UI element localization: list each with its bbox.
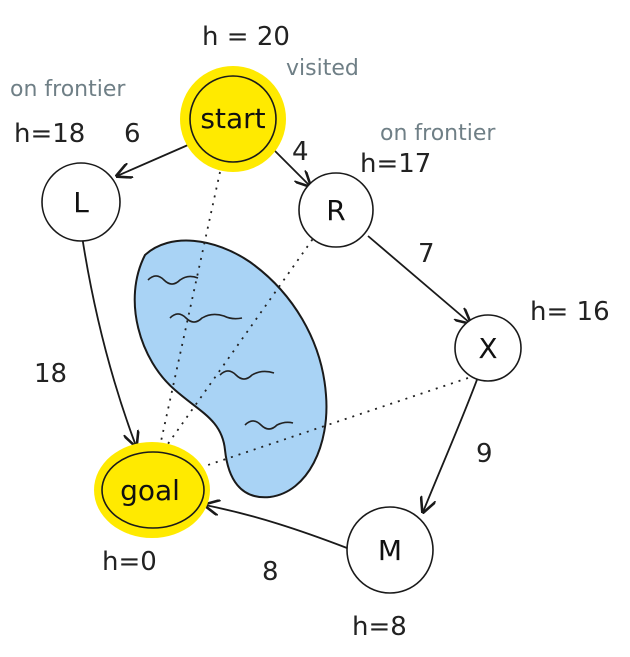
h-L: h=18 xyxy=(14,119,85,149)
weight-L-goal: 18 xyxy=(34,359,67,389)
node-L-circle xyxy=(41,162,121,242)
h-start: h = 20 xyxy=(202,22,290,52)
goal-highlight xyxy=(94,442,210,538)
node-X-circle xyxy=(454,314,522,382)
edge-R-X xyxy=(367,235,470,323)
weight-M-goal: 8 xyxy=(262,557,279,587)
h-goal: h=0 xyxy=(102,547,157,577)
node-start-label: start xyxy=(200,102,265,135)
weight-start-L: 6 xyxy=(124,119,141,149)
node-R-circle xyxy=(298,172,374,248)
edge-M-goal xyxy=(205,505,348,549)
h-R: h=17 xyxy=(360,149,431,179)
node-goal-label: goal xyxy=(120,474,180,507)
node-R-label: R xyxy=(326,194,345,227)
start-highlight xyxy=(180,66,286,172)
node-X-label: X xyxy=(478,332,497,365)
note-start: visited xyxy=(286,56,359,81)
weight-R-X: 7 xyxy=(418,239,435,269)
weight-start-R: 4 xyxy=(292,137,309,167)
water-waves xyxy=(147,275,294,430)
h-X: h= 16 xyxy=(530,297,610,327)
edge-X-M xyxy=(423,376,479,512)
weight-X-M: 9 xyxy=(476,439,493,469)
edge-L-goal xyxy=(81,235,136,446)
h-M: h=8 xyxy=(352,612,407,642)
edge-start-R xyxy=(271,147,310,186)
node-M-label: M xyxy=(378,534,402,567)
edge-start-L xyxy=(117,144,189,176)
node-M-circle xyxy=(346,506,434,594)
note-L: on frontier xyxy=(10,77,126,102)
heuristic-dotted-lines xyxy=(157,171,469,467)
node-L-label: L xyxy=(73,186,89,219)
note-R: on frontier xyxy=(380,121,496,146)
lake-obstacle xyxy=(133,239,328,499)
